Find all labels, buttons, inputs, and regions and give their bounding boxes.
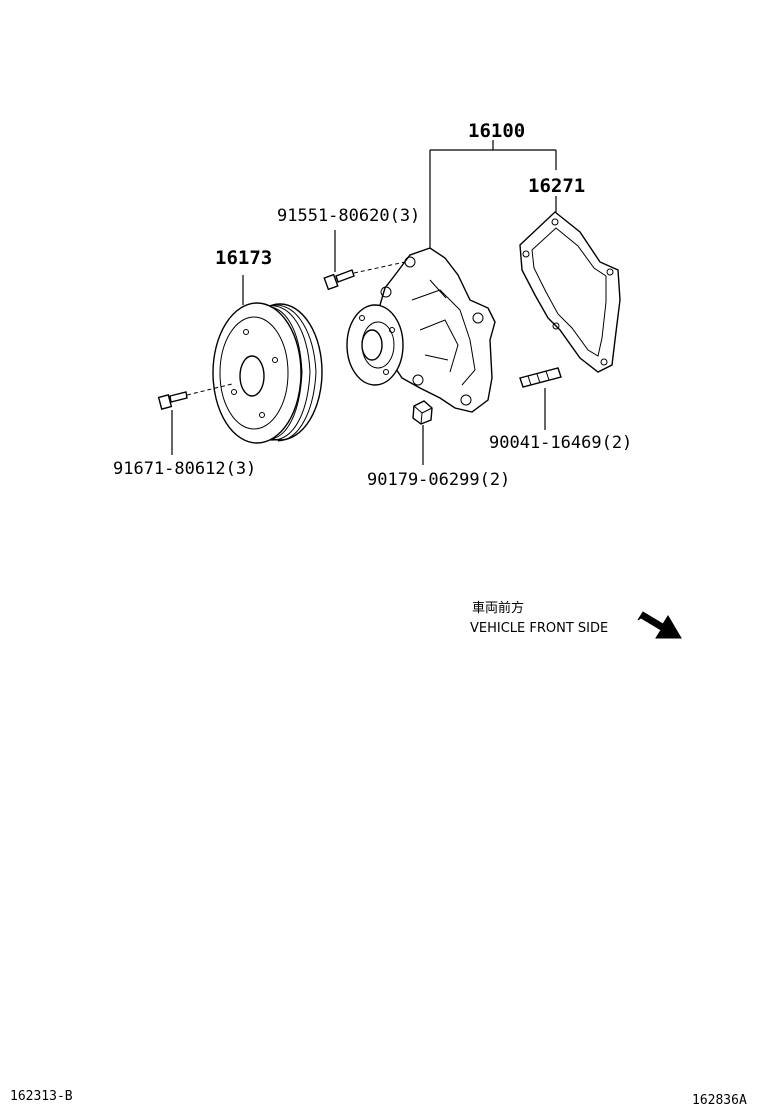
label-pump-bolt: 91551-80620(3)	[277, 206, 420, 226]
pulley-bolt	[157, 383, 233, 455]
front-direction-arrow-icon	[637, 611, 682, 639]
stud	[519, 367, 562, 430]
ref-bottom-right: 162836A	[692, 1093, 747, 1108]
direction-english: VEHICLE FRONT SIDE	[470, 621, 608, 636]
pulley	[212, 275, 323, 444]
gasket	[519, 211, 621, 373]
label-pulley-bolt: 91671-80612(3)	[113, 459, 256, 479]
label-stud: 90041-16469(2)	[489, 433, 632, 453]
label-gasket: 16271	[528, 175, 585, 197]
label-pulley: 16173	[215, 247, 272, 269]
nut	[412, 400, 433, 465]
assembly-bracket	[429, 140, 557, 248]
label-assembly: 16100	[468, 120, 525, 142]
ref-bottom-left: 162313-B	[10, 1089, 73, 1104]
label-nut: 90179-06299(2)	[367, 470, 510, 490]
water-pump	[346, 247, 496, 413]
pump-bolt	[323, 230, 406, 291]
direction-japanese: 車両前方	[472, 600, 524, 616]
